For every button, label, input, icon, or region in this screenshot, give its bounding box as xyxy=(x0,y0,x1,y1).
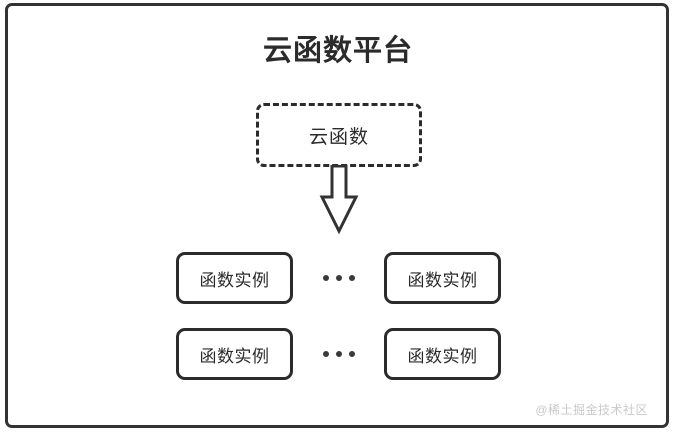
page-title: 云函数平台 xyxy=(262,35,413,67)
function-instance-box: 函数实例 xyxy=(176,252,293,304)
ellipsis-dot xyxy=(322,351,329,357)
function-instance-label: 函数实例 xyxy=(407,270,478,290)
function-instance-label: 函数实例 xyxy=(407,346,478,366)
function-instance-box: 函数实例 xyxy=(176,328,293,380)
ellipsis-dot xyxy=(348,275,355,281)
down-block-arrow-svg xyxy=(319,164,359,235)
ellipsis-dot xyxy=(335,351,342,357)
instance-row: 函数实例 函数实例 xyxy=(176,252,501,304)
function-instance-box: 函数实例 xyxy=(384,328,501,380)
ellipsis-icon xyxy=(315,351,363,357)
down-block-arrow-icon xyxy=(319,164,359,235)
ellipsis-dot xyxy=(322,275,329,281)
watermark: @稀土掘金技术社区 xyxy=(535,403,648,417)
function-instance-label: 函数实例 xyxy=(199,270,270,290)
function-instance-label: 函数实例 xyxy=(199,346,270,366)
cloud-function-label: 云函数 xyxy=(308,126,369,148)
cloud-function-node: 云函数 xyxy=(256,103,422,167)
ellipsis-dot xyxy=(348,351,355,357)
ellipsis-icon xyxy=(315,275,363,281)
instance-row: 函数实例 函数实例 xyxy=(176,328,501,380)
function-instance-box: 函数实例 xyxy=(384,252,501,304)
ellipsis-dot xyxy=(335,275,342,281)
